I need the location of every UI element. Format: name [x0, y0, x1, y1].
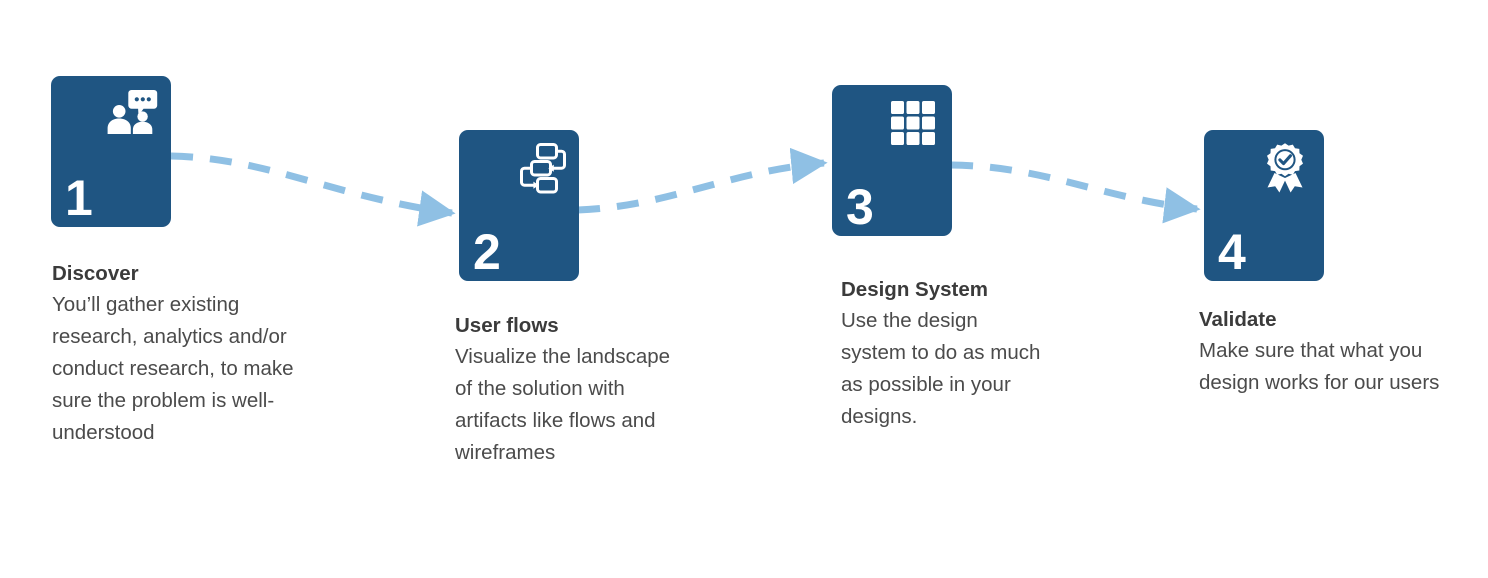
step-2-title: User flows: [455, 314, 559, 337]
step-3-body: Use the design system to do as much as p…: [841, 309, 1041, 429]
award-ribbon-check-icon: [1257, 140, 1313, 196]
step-3-card[interactable]: 3: [832, 85, 952, 236]
step-2-body: Visualize the landscape of the solution …: [455, 345, 671, 465]
step-4-number: 4: [1218, 224, 1246, 280]
step-2-copy: User flows Visualize the landscape of th…: [455, 311, 680, 469]
connector-3-to-4: [950, 161, 1201, 224]
step-4-card[interactable]: 4: [1204, 130, 1324, 281]
step-4-title: Validate: [1199, 308, 1277, 331]
grid-icon: [885, 95, 941, 151]
flowchart-icon: [512, 140, 568, 196]
people-speech-bubble-icon: [104, 86, 160, 142]
step-4-body: Make sure that what you design works for…: [1199, 339, 1440, 395]
step-2-card[interactable]: 2: [459, 130, 579, 281]
step-1-copy: Discover You’ll gather existing research…: [52, 259, 297, 449]
step-3-copy: Design System Use the design system to d…: [841, 275, 1041, 433]
connector-2-to-3: [577, 147, 828, 214]
step-1-title: Discover: [52, 262, 139, 285]
step-3-number: 3: [846, 179, 874, 235]
step-1-number: 1: [65, 170, 93, 226]
step-1-body: You’ll gather existing research, analyti…: [52, 293, 294, 444]
step-4-copy: Validate Make sure that what you design …: [1199, 305, 1449, 399]
step-1-card[interactable]: 1: [51, 76, 171, 227]
step-2-number: 2: [473, 224, 501, 280]
step-3-title: Design System: [841, 278, 988, 301]
connector-1-to-2: [170, 152, 456, 227]
